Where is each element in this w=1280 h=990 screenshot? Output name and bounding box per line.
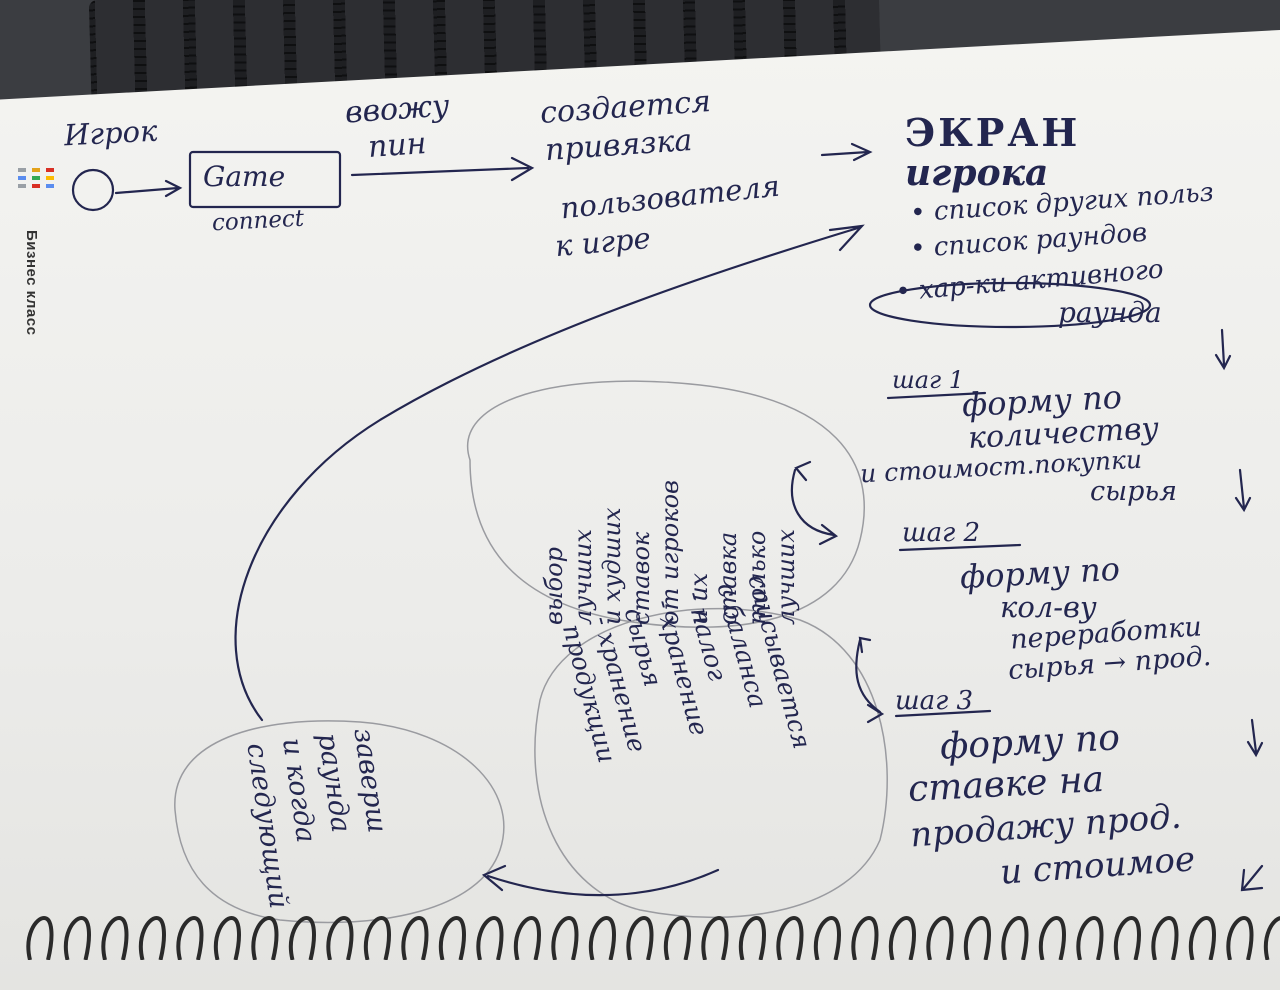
spiral-ring bbox=[101, 915, 129, 960]
spiral-ring bbox=[889, 915, 916, 960]
active-round-highlight bbox=[868, 281, 1152, 329]
spiral-ring bbox=[364, 915, 391, 960]
spiral-ring bbox=[1226, 915, 1254, 960]
sketch-drawing bbox=[71, 142, 1264, 924]
choice-bubble bbox=[467, 380, 865, 628]
down-arrow-4 bbox=[1240, 864, 1264, 892]
brand-dot bbox=[18, 176, 26, 180]
step2-underline bbox=[898, 543, 1022, 552]
balance-bubble bbox=[534, 607, 888, 919]
arrow-to-screen bbox=[820, 142, 873, 162]
down-arrow-2 bbox=[1234, 468, 1252, 513]
spiral-ring bbox=[1039, 915, 1066, 960]
brand-dot bbox=[46, 176, 54, 180]
arrow-to-pin bbox=[350, 156, 535, 182]
spiral-ring bbox=[1151, 915, 1179, 960]
spiral-ring bbox=[64, 915, 91, 960]
spiral-ring bbox=[326, 915, 354, 960]
spiral-ring bbox=[289, 915, 316, 960]
spiral-ring bbox=[476, 915, 504, 960]
loop-arrow bbox=[234, 224, 865, 722]
brand-dots-icon bbox=[18, 168, 54, 188]
spiral-ring bbox=[1189, 915, 1216, 960]
down-arrow-1 bbox=[1214, 328, 1232, 371]
spiral-ring bbox=[814, 915, 841, 960]
spiral-ring bbox=[964, 915, 991, 960]
step1-line4: сырья bbox=[1090, 476, 1177, 507]
brand-name: Бизнес класс bbox=[23, 230, 40, 336]
player-screen-title-line2: игрока bbox=[905, 152, 1049, 194]
spiral-ring bbox=[176, 915, 204, 960]
brand-dot bbox=[32, 168, 40, 172]
player-screen-title-line1: ЭКРАН bbox=[905, 110, 1081, 155]
player-circle-icon bbox=[71, 168, 115, 212]
spiral-ring bbox=[1264, 916, 1280, 960]
double-arrow-2 bbox=[855, 636, 885, 724]
spiral-ring bbox=[251, 915, 279, 960]
step1-label: шаг 1 bbox=[892, 366, 965, 394]
spiral-ring bbox=[551, 915, 579, 960]
spiral-ring bbox=[401, 915, 429, 960]
spiral-ring bbox=[1001, 915, 1029, 960]
step2-label: шаг 2 bbox=[902, 518, 981, 548]
spiral-ring bbox=[776, 915, 804, 960]
round-end-bubble bbox=[174, 720, 505, 924]
step3-label: шаг 3 bbox=[895, 686, 974, 716]
brand-dot bbox=[18, 184, 26, 188]
arrow-player-to-game bbox=[114, 179, 183, 198]
brand-dot bbox=[32, 176, 40, 180]
spiral-ring bbox=[926, 915, 954, 960]
brand-dot bbox=[32, 184, 40, 188]
spiral-ring bbox=[1114, 915, 1141, 960]
game-connect-box bbox=[188, 150, 342, 209]
brand-dot bbox=[18, 168, 26, 172]
brand-dot bbox=[46, 184, 54, 188]
spiral-ring bbox=[1076, 915, 1104, 960]
spiral-ring bbox=[739, 915, 766, 960]
spiral-ring bbox=[214, 915, 241, 960]
step3-underline bbox=[894, 709, 992, 718]
spiral-ring bbox=[589, 915, 616, 960]
down-arrow-3 bbox=[1246, 718, 1264, 758]
spiral-ring bbox=[439, 915, 466, 960]
spiral-ring bbox=[26, 915, 54, 960]
spiral-ring bbox=[701, 915, 729, 960]
brand-logo bbox=[18, 168, 54, 188]
game-connect-label: Game bbox=[203, 160, 286, 193]
double-arrow-1 bbox=[790, 460, 839, 546]
spiral-ring bbox=[139, 915, 166, 960]
return-arrow bbox=[481, 864, 720, 897]
spiral-ring bbox=[626, 915, 654, 960]
player-screen-item-4: раунда bbox=[1058, 296, 1162, 329]
notebook-page bbox=[0, 30, 1280, 990]
spiral-ring bbox=[664, 915, 691, 960]
step2-line2: кол-ву bbox=[1000, 590, 1097, 624]
spiral-binding bbox=[26, 915, 1280, 960]
spiral-ring bbox=[514, 915, 541, 960]
step1-underline bbox=[886, 391, 987, 400]
spiral-ring bbox=[851, 915, 879, 960]
brand-dot bbox=[46, 168, 54, 172]
